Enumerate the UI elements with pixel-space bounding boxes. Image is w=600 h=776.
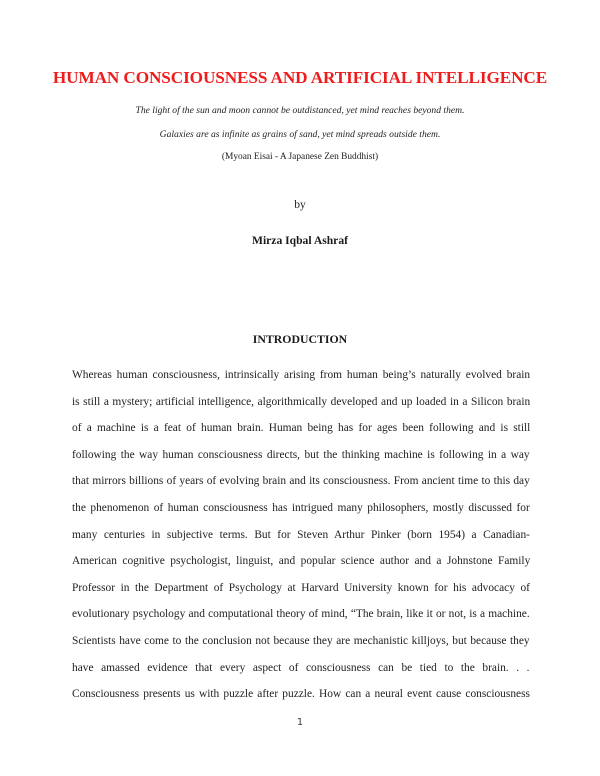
page-number: 1 bbox=[296, 717, 304, 728]
paragraph-line: Whereas human consciousness, intrinsical… bbox=[72, 369, 531, 381]
byline: by bbox=[294, 199, 306, 211]
paragraph-line: Consciousness presents us with puzzle af… bbox=[72, 688, 530, 701]
document-title: HUMAN CONSCIOUSNESS AND ARTIFICIAL INTEL… bbox=[52, 68, 548, 87]
paragraph-line: following the way human consciousness di… bbox=[72, 448, 530, 461]
paragraph-line: have amassed evidence that every aspect … bbox=[72, 661, 530, 674]
epigraph-line-2: Galaxies are as infinite as grains of sa… bbox=[159, 129, 441, 140]
paragraph-line: many centuries in subjective terms. But … bbox=[72, 528, 530, 541]
paragraph-line: the phenomenon of human consciousness ha… bbox=[72, 501, 530, 514]
paragraph-line: Professor in the Department of Psycholog… bbox=[72, 581, 530, 594]
introduction-paragraph: Whereas human consciousness, intrinsical… bbox=[72, 362, 530, 708]
epigraph-attribution: (Myoan Eisai - A Japanese Zen Buddhist) bbox=[221, 152, 379, 162]
author-name: Mirza Iqbal Ashraf bbox=[252, 234, 348, 247]
epigraph-line-1: The light of the sun and moon cannot be … bbox=[135, 105, 465, 116]
section-heading-introduction: INTRODUCTION bbox=[252, 332, 348, 346]
paragraph-line: is still a mystery; artificial intellige… bbox=[72, 395, 531, 408]
paragraph-line: Scientists have come to the conclusion n… bbox=[72, 634, 530, 647]
paragraph-line: that mirrors billions of years of evolvi… bbox=[72, 475, 530, 488]
paragraph-line: evolutionary psychology and computationa… bbox=[72, 608, 530, 621]
paragraph-line: American cognitive psychologist, linguis… bbox=[72, 555, 531, 568]
paragraph-line: of a machine is a feat of human brain. H… bbox=[72, 422, 531, 435]
